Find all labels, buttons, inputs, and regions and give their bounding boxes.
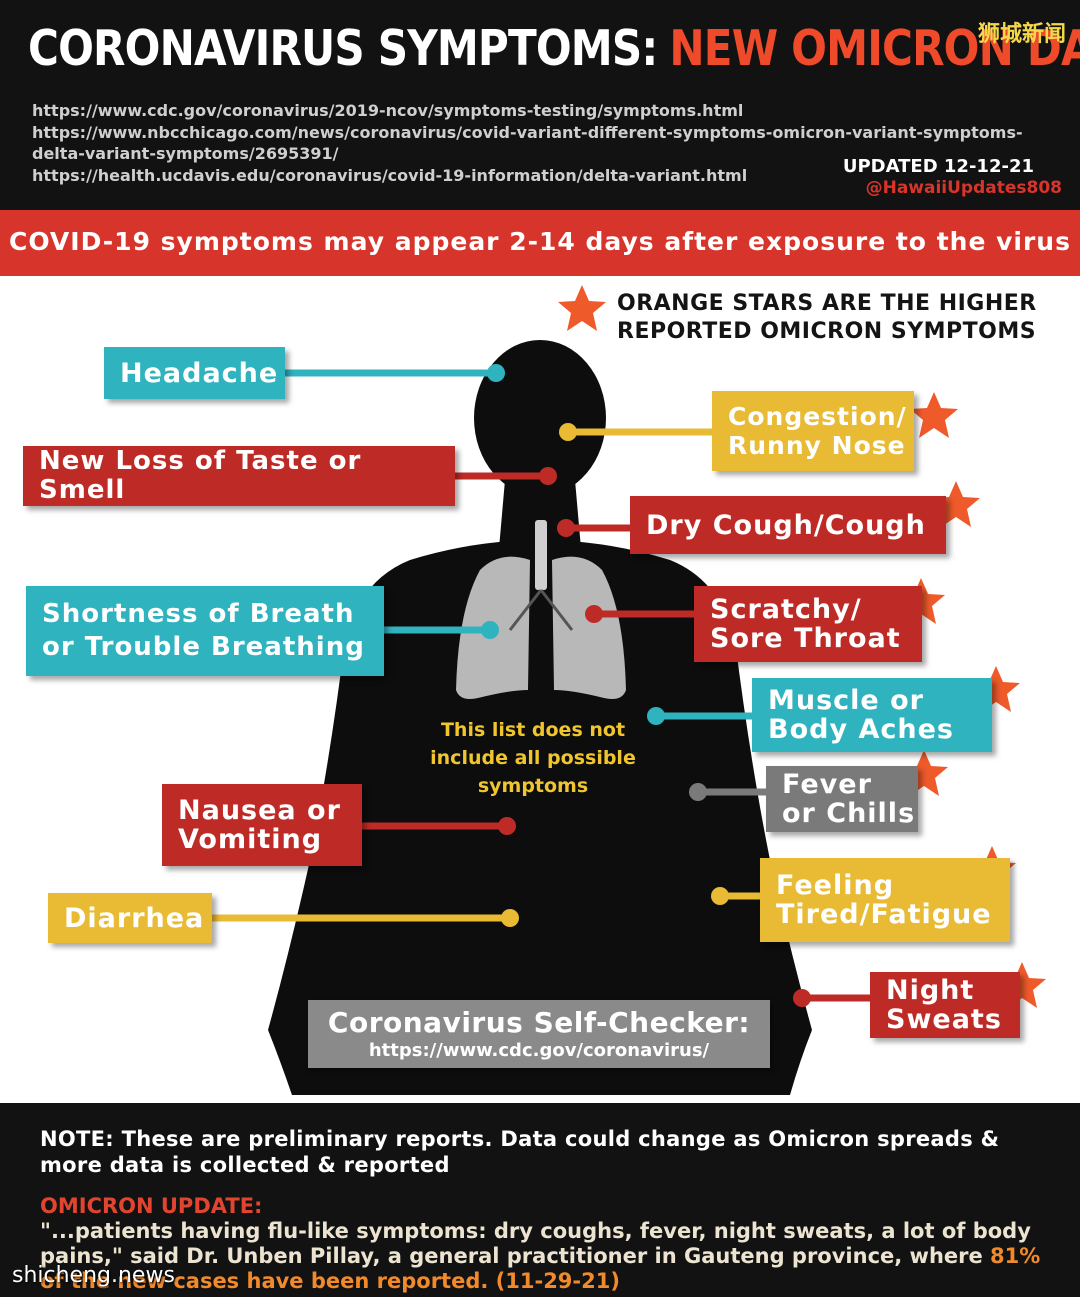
symptom-taste-smell: New Loss of Taste or Smell <box>23 446 455 506</box>
self-checker-title: Coronavirus Self-Checker: <box>327 1006 751 1039</box>
symptom-congestion: Congestion/ Runny Nose <box>712 391 914 471</box>
self-checker-url[interactable]: https://www.cdc.gov/coronavirus/ <box>368 1040 710 1061</box>
disclaimer: This list does not include all possible … <box>430 719 636 797</box>
symptom-diarrhea: Diarrhea <box>48 893 212 943</box>
symptom-fatigue: Feeling Tired/Fatigue <box>760 858 1010 942</box>
star-congestion-icon <box>910 392 958 438</box>
symptom-cough: Dry Cough/Cough <box>630 496 946 554</box>
omicron-quote-text: "...patients having flu-like symptoms: d… <box>40 1219 1031 1268</box>
title-orange: NEW OMICRON DATA <box>669 20 1080 77</box>
body-silhouette <box>268 340 812 1095</box>
watermark-top: 狮城新闻 <box>977 22 1066 47</box>
legend-star-icon <box>558 285 606 331</box>
watermark-bottom: shicheng.news <box>12 1263 175 1288</box>
legend-line-1: ORANGE STARS ARE THE HIGHER <box>617 291 1037 316</box>
title-white: CORONAVIRUS SYMPTOMS: <box>28 20 658 77</box>
self-checker-box[interactable]: Coronavirus Self-Checker: https://www.cd… <box>308 1000 770 1068</box>
source-urls: https://www.cdc.gov/coronavirus/2019-nco… <box>32 100 1062 186</box>
omicron-update-quote: "...patients having flu-like symptoms: d… <box>40 1219 1050 1294</box>
footer <box>0 1103 1080 1297</box>
legend-line-2: REPORTED OMICRON SYMPTOMS <box>617 319 1037 344</box>
source-url-nbc[interactable]: https://www.nbcchicago.com/news/coronavi… <box>32 122 1023 164</box>
header <box>0 0 1080 210</box>
footer-note: NOTE: These are preliminary reports. Dat… <box>40 1127 1000 1177</box>
source-url-ucdavis[interactable]: https://health.ucdavis.edu/coronavirus/c… <box>32 165 748 185</box>
omicron-quote-highlight: 81% of the new cases have been reported.… <box>40 1244 1041 1293</box>
symptom-headache: Headache <box>104 347 285 399</box>
omicron-update-heading: OMICRON UPDATE: <box>40 1194 263 1218</box>
symptom-throat: Scratchy/ Sore Throat <box>694 586 922 662</box>
updated-date: UPDATED 12-12-21 <box>842 156 1034 177</box>
connector-lines <box>208 369 874 1002</box>
symptom-breath: Shortness of Breath or Trouble Breathing <box>26 586 384 676</box>
connector-dots <box>481 364 811 1007</box>
symptom-sweats: Night Sweats <box>870 972 1020 1038</box>
legend: ORANGE STARS ARE THE HIGHER REPORTED OMI… <box>617 290 1037 346</box>
symptom-fever: Fever or Chills <box>766 766 918 832</box>
exposure-banner-text: COVID-19 symptoms may appear 2-14 days a… <box>9 227 1071 256</box>
exposure-banner: COVID-19 symptoms may appear 2-14 days a… <box>0 210 1080 276</box>
symptom-nausea: Nausea or Vomiting <box>162 784 362 866</box>
page-title: CORONAVIRUS SYMPTOMS:NEW OMICRON DATA <box>28 20 1080 77</box>
source-url-cdc[interactable]: https://www.cdc.gov/coronavirus/2019-nco… <box>32 101 744 120</box>
symptom-muscle: Muscle or Body Aches <box>752 678 992 752</box>
author-handle: @HawaiiUpdates808 <box>865 178 1062 198</box>
